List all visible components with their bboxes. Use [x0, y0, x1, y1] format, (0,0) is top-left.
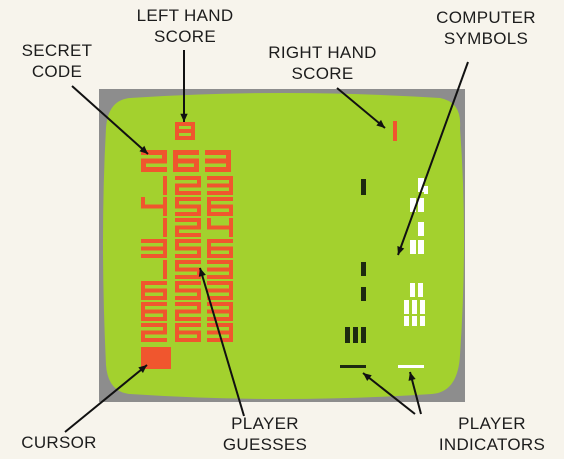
digit-1 — [163, 218, 167, 237]
left-hand-score-display — [175, 122, 195, 140]
digit-5 — [175, 281, 201, 300]
dark-peg — [361, 287, 366, 301]
secret-code-display — [141, 150, 231, 172]
digit-1 — [163, 176, 167, 195]
white-peg — [420, 300, 425, 314]
digit-6 — [175, 323, 201, 342]
digit-segment — [175, 191, 201, 195]
white-peg — [418, 283, 423, 297]
white-peg — [410, 240, 416, 254]
digit-2 — [175, 302, 201, 321]
guess-row — [141, 302, 233, 321]
digit-2 — [175, 176, 201, 195]
digit-segment — [141, 338, 167, 342]
white-peg — [420, 316, 425, 326]
dark-peg — [345, 327, 350, 343]
digit-2 — [175, 218, 201, 237]
digit-6 — [207, 239, 233, 258]
digit-segment — [141, 254, 167, 258]
digit-6 — [141, 281, 167, 300]
digit-segment — [175, 254, 201, 258]
dark-peg — [361, 179, 366, 195]
digit-6 — [141, 302, 167, 321]
right-hand-score-display — [393, 121, 397, 141]
digit-segment — [229, 226, 233, 238]
digit-1 — [163, 260, 167, 279]
dark-peg — [361, 262, 366, 276]
digit-5 — [175, 197, 201, 216]
digit-segment — [207, 275, 233, 279]
dark-peg — [353, 327, 358, 343]
digit-1 — [393, 121, 397, 141]
white-peg — [412, 316, 417, 326]
white-peg — [418, 240, 424, 254]
guess-row — [141, 239, 233, 258]
digit-2 — [141, 150, 167, 172]
digit-segment — [229, 205, 233, 217]
digit-segment — [175, 275, 201, 279]
digit-segment — [163, 205, 167, 217]
digit-segment — [205, 167, 231, 172]
white-peg — [412, 300, 417, 314]
left-player-indicator — [340, 365, 366, 368]
digit-segment — [163, 310, 167, 322]
digit-3 — [207, 281, 233, 300]
white-peg — [404, 300, 409, 314]
digit-5 — [175, 260, 201, 279]
digit-2 — [141, 323, 167, 342]
digit-segment — [207, 317, 233, 321]
digit-3 — [205, 150, 231, 172]
digit-segment — [207, 296, 233, 300]
white-peg — [424, 186, 428, 194]
digit-3 — [207, 260, 233, 279]
white-peg — [404, 316, 409, 326]
digit-8 — [175, 122, 195, 140]
digit-6 — [173, 150, 199, 172]
digit-segment — [207, 191, 233, 195]
digit-5 — [175, 239, 201, 258]
digit-segment — [229, 247, 233, 259]
digit-segment — [175, 233, 201, 237]
digit-segment — [163, 226, 167, 238]
digit-segment — [141, 167, 167, 172]
digit-segment — [163, 268, 167, 280]
digit-segment — [197, 331, 201, 343]
digit-segment — [194, 159, 199, 173]
digit-3 — [141, 239, 167, 258]
digit-segment — [175, 212, 201, 216]
digit-segment — [163, 289, 167, 301]
digit-segment — [175, 129, 195, 133]
right-player-indicator — [398, 365, 424, 368]
digit-segment — [393, 129, 397, 141]
white-peg — [418, 222, 424, 236]
digit-segment — [175, 317, 201, 321]
guess-row — [141, 281, 233, 300]
dark-peg — [361, 327, 366, 343]
digit-segment — [175, 296, 201, 300]
digit-segment — [163, 184, 167, 196]
digit-3 — [207, 176, 233, 195]
white-peg — [410, 283, 415, 297]
digit-6 — [207, 197, 233, 216]
